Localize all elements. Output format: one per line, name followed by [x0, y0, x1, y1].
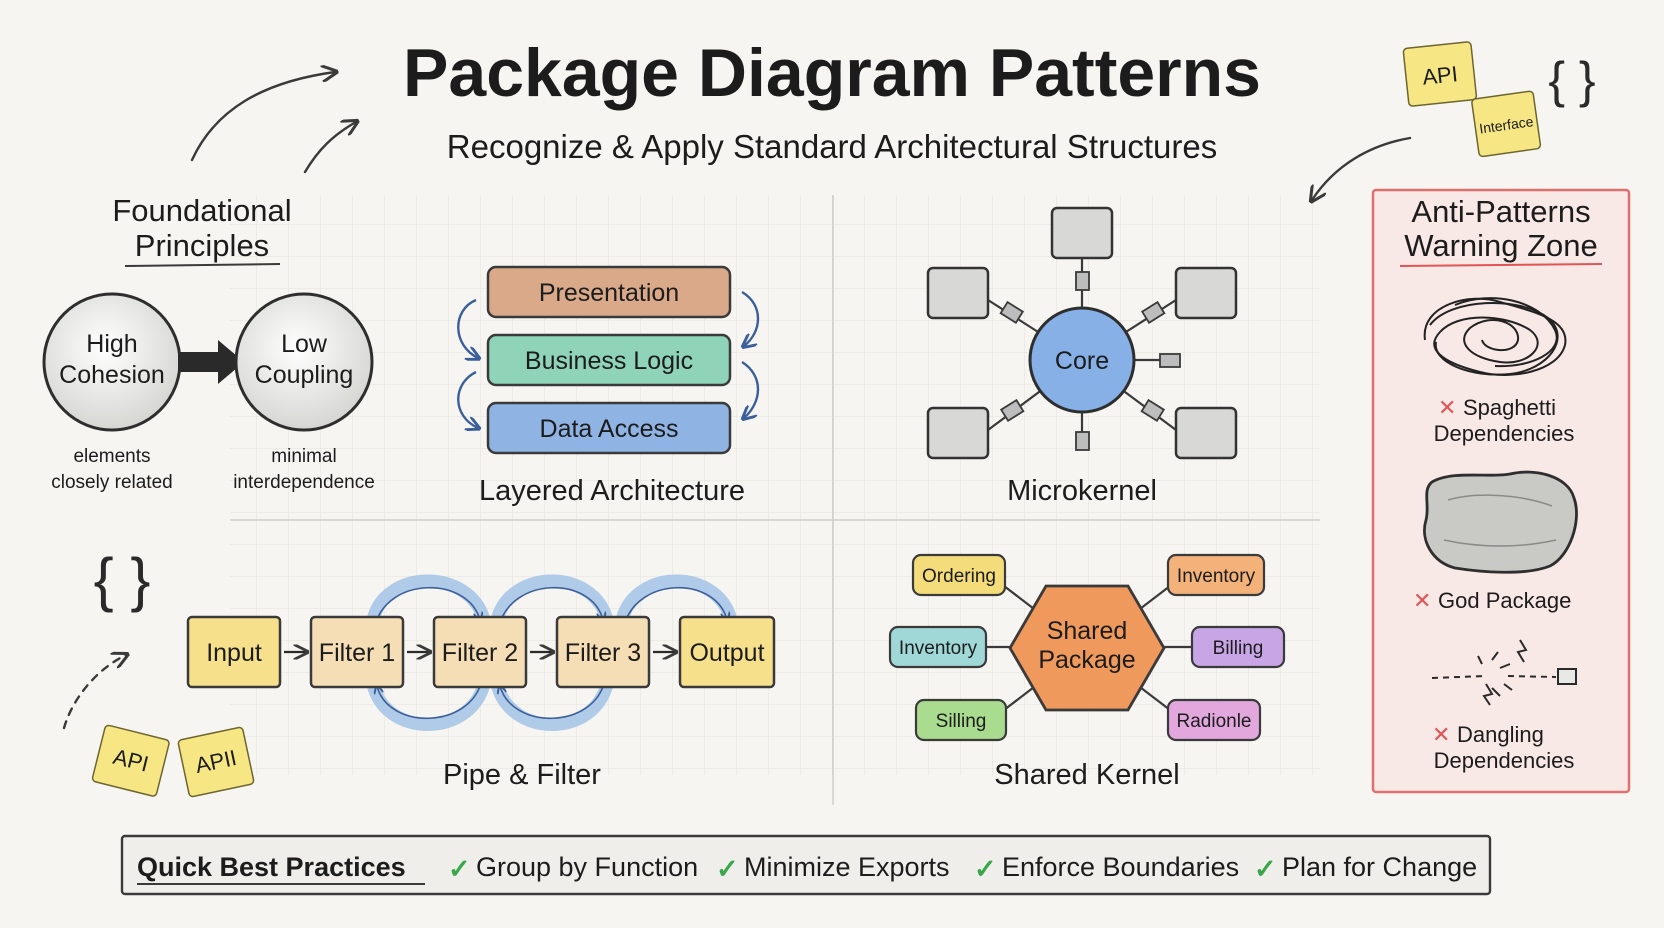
spaghetti-scribble-icon [1423, 297, 1567, 376]
svg-text:Presentation: Presentation [539, 279, 679, 307]
broken-link-icon [1431, 639, 1577, 706]
svg-text:Package: Package [1038, 646, 1135, 674]
best-practices-title: Quick Best Practices [137, 852, 406, 882]
spaghetti-x-icon: ✕ [1438, 395, 1456, 420]
sticky-note-api-bottom: API [91, 724, 170, 797]
svg-text:Inventory: Inventory [899, 638, 978, 659]
best-practice-item: Minimize Exports [744, 852, 950, 882]
svg-text:Low: Low [281, 330, 328, 358]
svg-text:Input: Input [206, 639, 262, 667]
pipe-filter-label: Pipe & Filter [443, 759, 601, 791]
foundational-heading-line1: Foundational [112, 193, 291, 228]
svg-text:Filter 3: Filter 3 [565, 639, 641, 667]
check-icon: ✓ [448, 854, 471, 884]
module-billing: Billing [1190, 625, 1286, 669]
svg-text:Interface: Interface [1478, 113, 1534, 136]
microkernel-core: Core [1028, 306, 1136, 414]
pipe-loop-arrows-icon [366, 574, 738, 731]
foundational-heading-line2: Principles [135, 228, 269, 263]
svg-text:Shared: Shared [1047, 617, 1128, 645]
layer-flow-arrows-icon [457, 290, 760, 428]
svg-text:Billing: Billing [1213, 638, 1264, 659]
plugin-box-top-left [926, 266, 990, 320]
svg-text:High: High [86, 330, 137, 358]
layered-architecture-label: Layered Architecture [479, 475, 745, 507]
svg-text:Cohesion: Cohesion [59, 361, 165, 389]
god-package-blob-icon [1423, 470, 1578, 574]
check-icon: ✓ [1254, 854, 1277, 884]
svg-text:Business Logic: Business Logic [525, 347, 693, 375]
anti-pattern-dangling-line1: Dangling [1457, 722, 1544, 747]
page-title: Package Diagram Patterns [403, 35, 1261, 111]
best-practice-item: Plan for Change [1282, 852, 1477, 882]
heading-underline [124, 263, 281, 267]
decor-arrow-icon [303, 122, 356, 174]
svg-text:API: API [1421, 61, 1459, 90]
plugin-box-bottom-left [926, 406, 990, 460]
svg-text:Radionle: Radionle [1177, 711, 1252, 732]
anti-pattern-spaghetti-line2: Dependencies [1434, 421, 1575, 446]
coupling-caption-line2: interdependence [233, 472, 375, 493]
layer-data-access: Data Access [486, 401, 732, 455]
svg-text:Coupling: Coupling [255, 361, 354, 389]
svg-text:Output: Output [689, 639, 764, 667]
sticky-note-interface: Interface [1471, 90, 1542, 158]
module-radionle: Radionle [1166, 698, 1262, 742]
decor-arrow-icon [1312, 136, 1412, 200]
best-practice-item: Group by Function [476, 852, 698, 882]
sticky-note-apii-bottom: APII [177, 726, 255, 798]
pipe-stage-filter-2: Filter 2 [432, 615, 528, 689]
page-subtitle: Recognize & Apply Standard Architectural… [447, 128, 1217, 165]
check-icon: ✓ [716, 854, 739, 884]
pipe-stage-input: Input [186, 615, 282, 689]
heading-underline [1399, 263, 1603, 267]
anti-patterns-heading-line2: Warning Zone [1404, 228, 1598, 263]
cohesion-caption-line1: elements [73, 446, 150, 467]
anti-patterns-heading-line1: Anti-Patterns [1411, 194, 1590, 229]
check-icon: ✓ [974, 854, 997, 884]
pipe-stage-output: Output [678, 615, 776, 689]
pipe-stage-filter-1: Filter 1 [309, 615, 405, 689]
svg-text:Data Access: Data Access [540, 415, 679, 443]
best-practices-bar [120, 834, 1492, 896]
svg-text:Silling: Silling [936, 711, 987, 732]
curly-braces-icon: { } [94, 546, 151, 613]
cohesion-caption-line2: closely related [51, 472, 172, 493]
shared-package-hexagon: Shared Package [1008, 584, 1166, 712]
pipe-stage-filter-3: Filter 3 [555, 615, 651, 689]
layer-presentation: Presentation [486, 265, 732, 319]
module-inventory-top: Inventory [1166, 553, 1266, 597]
layer-business-logic: Business Logic [486, 333, 732, 387]
svg-text:Filter 2: Filter 2 [442, 639, 518, 667]
sticky-note-api: API [1402, 41, 1478, 107]
svg-text:Ordering: Ordering [922, 566, 996, 587]
dangling-x-icon: ✕ [1432, 722, 1450, 747]
plugin-box-bottom-right [1174, 406, 1238, 460]
coupling-caption-line1: minimal [271, 446, 336, 467]
high-cohesion-circle: High Cohesion [42, 292, 182, 432]
svg-text:Filter 1: Filter 1 [319, 639, 395, 667]
module-silling: Silling [914, 698, 1008, 742]
anti-pattern-spaghetti-line1: Spaghetti [1463, 395, 1556, 420]
god-package-x-icon: ✕ [1413, 588, 1431, 613]
low-coupling-circle: Low Coupling [234, 292, 374, 432]
svg-text:Inventory: Inventory [1177, 566, 1256, 587]
module-inventory-left: Inventory [888, 625, 988, 669]
module-ordering: Ordering [911, 553, 1007, 597]
plugin-box-top-right [1174, 266, 1238, 320]
curly-braces-icon: { } [1548, 52, 1595, 108]
shared-kernel-label: Shared Kernel [994, 759, 1179, 791]
anti-pattern-dangling-line2: Dependencies [1434, 748, 1575, 773]
decor-dashed-arrow-icon [62, 655, 126, 730]
best-practice-item: Enforce Boundaries [1002, 852, 1239, 882]
microkernel-label: Microkernel [1007, 475, 1157, 507]
decor-arrow-icon [190, 72, 335, 162]
svg-text:Core: Core [1055, 347, 1109, 375]
plugin-box-top [1050, 206, 1114, 260]
anti-pattern-god-package-line1: God Package [1438, 588, 1571, 613]
microkernel-plug-icons [999, 271, 1181, 451]
cohesion-to-coupling-arrow-icon [178, 340, 244, 384]
